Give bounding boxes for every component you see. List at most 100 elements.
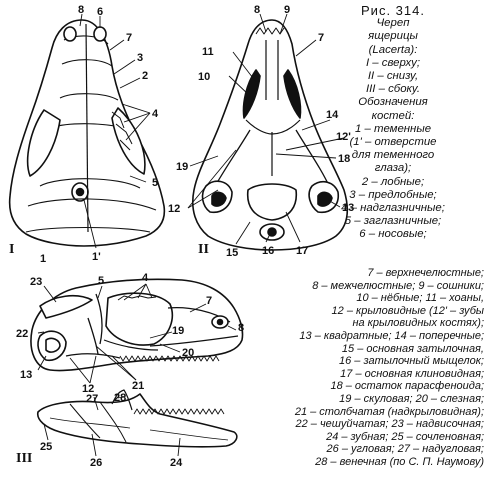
legend-entry: 7 – верхнечелюстные;	[367, 267, 484, 279]
supraorbital-plates	[111, 111, 133, 151]
label-top-1: 1	[40, 253, 46, 265]
label-bottom-12p: 12'	[336, 131, 351, 143]
skull-side-view	[30, 278, 244, 372]
label-side-4: 4	[142, 272, 149, 284]
basisphenoid	[246, 183, 298, 221]
legend-lower: 7 – верхнечелюстные; 8 – межчелюстные; 9…	[262, 267, 484, 469]
label-bottom-12: 12	[168, 203, 180, 215]
legend-entry: 12 – крыловидные (12' – зубы	[331, 304, 484, 317]
choana-left	[242, 69, 261, 119]
figure-number: Рис. 314.	[361, 3, 425, 18]
label-bottom-8: 8	[254, 4, 260, 16]
numbers-bottom-view: 8 9 7 11 10 14 12' 18 19 12 13 15 16 17	[168, 4, 354, 259]
label-top-7: 7	[126, 32, 132, 44]
choana-right	[283, 69, 302, 119]
caption-view-line: II – снизу,	[367, 70, 419, 83]
label-side-23: 23	[30, 276, 42, 288]
nostril-right	[93, 26, 107, 42]
label-bottom-19: 19	[176, 161, 188, 173]
parietal-foramen-pit	[75, 187, 85, 197]
label-top-8: 8	[78, 4, 84, 16]
nostril-side-dark	[216, 318, 224, 326]
legend-entry: глаза);	[374, 162, 412, 175]
label-top-6: 6	[97, 6, 103, 18]
legend-entry: 3 – предлобные;	[349, 188, 437, 201]
label-side-21: 21	[132, 380, 144, 392]
label-top-5: 5	[152, 177, 158, 189]
caption-title-line: ящерицы	[368, 30, 418, 43]
legend-entry: на крыловидных костях);	[352, 317, 484, 330]
premaxilla-teeth	[255, 27, 285, 35]
label-bottom-15: 15	[226, 247, 238, 259]
skull-top-outline	[8, 19, 166, 247]
label-side-20: 20	[182, 347, 194, 359]
skull-top-view	[8, 19, 166, 247]
mandible-sutures	[69, 401, 127, 443]
mandible-texture	[49, 417, 229, 441]
label-side-7: 7	[206, 295, 212, 307]
orbit-side	[105, 292, 174, 346]
legend-entry: 16 – затылочный мыщелок;	[339, 355, 484, 368]
leaders-side-view	[37, 283, 237, 457]
parietal-region	[27, 178, 157, 211]
view-label-side: III	[16, 451, 32, 466]
label-side-12: 12	[82, 383, 94, 395]
view-label-top: I	[9, 242, 14, 257]
supratemporal	[39, 294, 93, 319]
orbit-left	[26, 109, 61, 177]
label-bottom-17: 17	[296, 245, 308, 257]
cavity-right-dark	[317, 191, 333, 207]
legend-entry: 18 – остаток парасфеноида;	[330, 380, 484, 393]
legend-entry: 15 – основная затылочная,	[341, 342, 484, 355]
quadrate	[37, 330, 67, 362]
legend-entry: 19 – скуловая; 20 – слезная;	[339, 392, 484, 405]
label-bottom-7: 7	[318, 32, 324, 44]
mandible-outline	[36, 393, 238, 448]
epipterygoid	[87, 317, 99, 355]
legend-entry: 28 – венечная (по С. П. Наумову)	[315, 455, 484, 468]
label-bottom-11: 11	[202, 46, 214, 58]
label-bottom-14: 14	[326, 109, 339, 121]
lower-tooth-row	[133, 408, 225, 415]
label-side-5: 5	[98, 275, 104, 287]
legend-entry: 8 – межчелюстные; 9 – сошники;	[312, 279, 484, 292]
pterygoid-side	[65, 353, 121, 359]
label-side-19: 19	[172, 325, 184, 337]
legend-entry: 26 – угловая; 27 – надугловая;	[326, 443, 484, 456]
pterygoid-left	[213, 129, 251, 189]
legend-entry: 17 – основная клиновидная;	[340, 367, 484, 380]
palatine	[245, 119, 301, 135]
numbers-side-view: 23 5 4 7 22 8 19 20 13 12 21 27 28 25 26…	[16, 272, 244, 469]
cavity-left-dark	[211, 191, 227, 207]
label-side-24: 24	[170, 457, 183, 469]
quadrate-inner	[45, 337, 61, 353]
legend-heading: Обозначения	[358, 96, 428, 109]
legend-entry: 13 – квадратные; 14 – поперечные;	[299, 329, 484, 342]
jugal-side	[103, 339, 159, 351]
legend-entry: 5 – заглазничные;	[344, 215, 442, 228]
legend-entry: для теменного	[351, 149, 435, 162]
label-bottom-13: 13	[342, 202, 354, 214]
skull-side-outline	[30, 278, 244, 372]
occipital-edge	[25, 226, 151, 233]
label-top-3: 3	[137, 52, 143, 64]
legend-heading: костей:	[371, 109, 415, 122]
figure-caption: Рис. 314. Череп ящерицы (Lacerta): I – с…	[300, 4, 486, 242]
label-top-4: 4	[152, 108, 159, 120]
skull-bottom-outline	[192, 19, 349, 251]
postorbital-bar	[95, 293, 103, 345]
upper-tooth-row	[119, 355, 220, 362]
label-top-1p: 1'	[92, 251, 101, 263]
view-label-bottom: II	[198, 242, 209, 257]
label-bottom-16: 16	[262, 245, 274, 257]
legend-entry: (1' – отверстие	[349, 136, 437, 149]
orbit-right	[111, 107, 146, 175]
legend-entry: 4 – надглазничные;	[341, 202, 445, 215]
numbers-top-view: 8 6 7 3 2 4 5 1 1'	[40, 4, 159, 265]
vomer	[265, 40, 279, 100]
legend-entry: 24 – зубная; 25 – сочленовная;	[326, 430, 484, 443]
label-side-25: 25	[40, 441, 52, 453]
leaders-bottom-view	[187, 13, 345, 245]
caption-view-line: III – сбоку.	[365, 83, 421, 96]
